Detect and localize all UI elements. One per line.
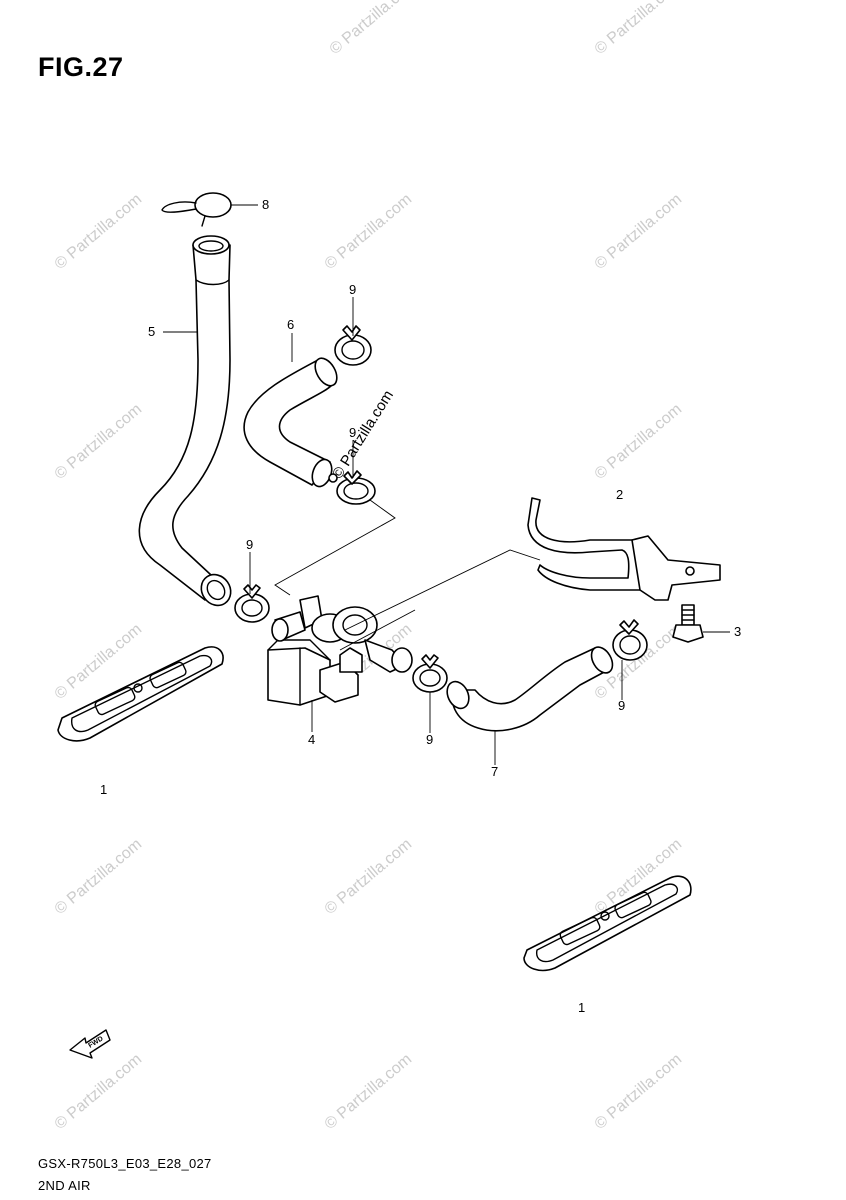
watermark: © Partzilla.com [592,1051,686,1133]
watermark: © Partzilla.com [322,1051,416,1133]
part-3-bolt [672,604,704,643]
watermark: © Partzilla.com [52,836,146,918]
watermark: © Partzilla.com [52,191,146,273]
callout-labels: 8 5 6 9 9 9 4 9 7 9 2 3 1 1 [100,197,741,1015]
part-8-cap [161,192,232,227]
watermark: © Partzilla.com [592,191,686,273]
part-7-hose [446,646,614,732]
watermark: © Partzilla.com [52,401,146,483]
part-2-pipe [527,497,721,601]
figure-code: GSX-R750L3_E03_E28_027 [38,1156,212,1171]
part-9-clamp-right-high [612,619,648,661]
part-9-clamp-left [234,584,270,623]
watermark: © Partzilla.com [592,0,686,58]
callout-2: 2 [616,487,623,502]
callout-8: 8 [262,197,269,212]
part-9-clamp-right-low [412,654,448,693]
callout-1: 1 [578,1000,585,1015]
watermark-layer: © Partzilla.com © Partzilla.com © Partzi… [52,0,686,1133]
part-1-plate-lower [523,875,692,972]
figure-name: 2ND AIR [38,1178,91,1193]
callout-9: 9 [349,282,356,297]
part-9-clamp-mid [336,470,376,505]
part-4-valve [267,595,413,706]
watermark: © Partzilla.com [329,387,397,482]
watermark: © Partzilla.com [52,1051,146,1133]
watermark: © Partzilla.com [322,191,416,273]
fwd-arrow-icon: FWD [69,1029,111,1059]
part-1-plate-upper [57,646,224,742]
figure-title: FIG.27 [38,52,124,82]
part-5-hose [138,235,232,607]
callout-9: 9 [426,732,433,747]
callout-9: 9 [618,698,625,713]
callout-7: 7 [491,764,498,779]
watermark: © Partzilla.com [327,0,421,58]
callout-9: 9 [349,425,356,440]
watermark: © Partzilla.com [592,401,686,483]
callout-1: 1 [100,782,107,797]
callout-4: 4 [308,732,315,747]
callout-9: 9 [246,537,253,552]
callout-3: 3 [734,624,741,639]
connection-lines [274,499,541,651]
part-6-hose [243,357,338,488]
watermark: © Partzilla.com [322,836,416,918]
callout-leaders [163,204,730,765]
callout-6: 6 [287,317,294,332]
callout-5: 5 [148,324,155,339]
